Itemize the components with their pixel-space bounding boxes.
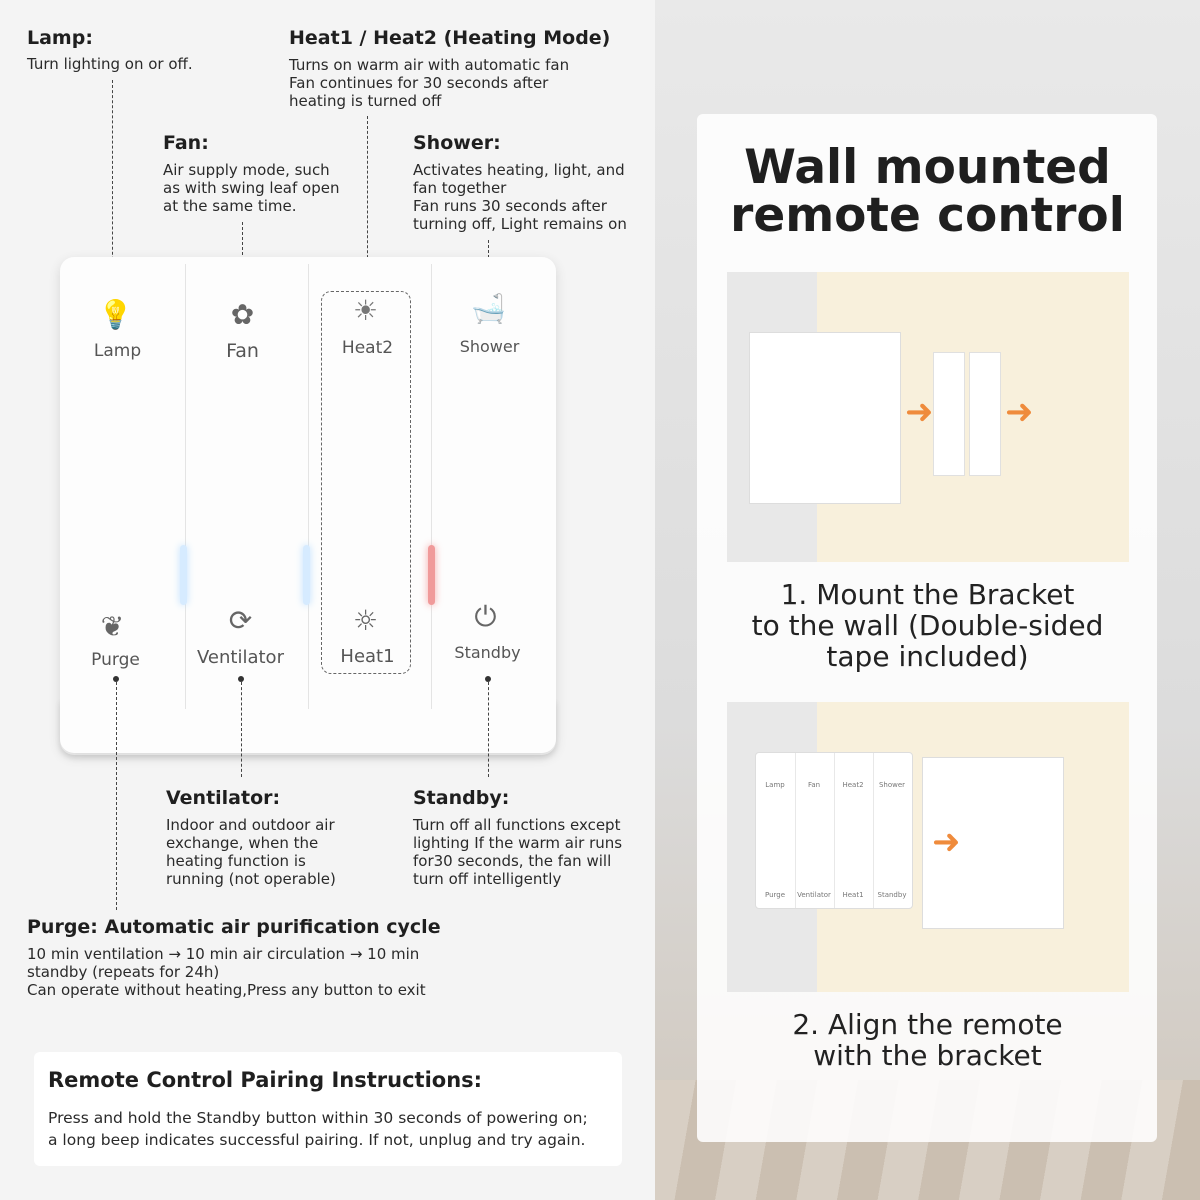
- mini-remote: Lamp Fan Heat2 Shower Purge Ventilator H…: [755, 752, 913, 909]
- tape-strip-2: [969, 352, 1001, 476]
- mini-shower-label: Shower: [878, 781, 906, 789]
- mini-standby-label: Standby: [877, 891, 907, 899]
- ventilator-leader-line: [241, 682, 242, 777]
- remote-column-2[interactable]: [185, 264, 307, 709]
- fan-icon: ✿: [230, 298, 255, 331]
- heat1-button[interactable]: Heat1: [340, 646, 395, 667]
- step1-image: ➜ ➜: [727, 272, 1129, 562]
- remote-column-3[interactable]: [308, 264, 430, 709]
- standby-label-body: Turn off all functions except lighting I…: [413, 816, 623, 888]
- fan-label-title: Fan:: [163, 132, 209, 154]
- heat-label-body: Turns on warm air with automatic fan Fan…: [289, 56, 570, 110]
- lamp-bulb-icon: 💡: [98, 298, 133, 331]
- purge-leaf-icon: ❦: [100, 610, 125, 643]
- heat-leader-line: [367, 116, 368, 288]
- standby-power-icon: ⏻: [474, 600, 497, 633]
- mini-fan-label: Fan: [807, 781, 821, 789]
- wall-bracket: [749, 332, 901, 504]
- fan-leader-line: [242, 222, 243, 280]
- mini-remote-col-4: [873, 753, 912, 908]
- arrow-right-icon-2: ➜: [1005, 392, 1034, 432]
- lamp-label-body: Turn lighting on or off.: [27, 55, 193, 73]
- ventilator-label-title: Ventilator:: [166, 787, 281, 809]
- ventilator-leader-dot: [238, 676, 244, 682]
- mini-lamp-label: Lamp: [765, 781, 785, 789]
- purge-label-title: Purge: Automatic air purification cycle: [27, 916, 441, 938]
- arrow-right-icon: ➜: [905, 392, 934, 432]
- shower-bathtub-icon: 🛁: [471, 292, 506, 325]
- shower-label-body: Activates heating, light, and fan togeth…: [413, 161, 627, 233]
- heat2-sun-icon: ☀: [352, 294, 379, 327]
- lamp-leader-line: [112, 80, 113, 280]
- fan-led-indicator: [303, 545, 310, 605]
- mini-remote-col-3: [834, 753, 873, 908]
- installation-panel-background: Wall mounted remote control ➜ ➜ 1. Mount…: [655, 0, 1200, 1200]
- ventilator-button[interactable]: Ventilator: [197, 647, 284, 668]
- step1-caption: 1. Mount the Bracket to the wall (Double…: [751, 578, 1104, 673]
- heat1-sun-icon: ☼: [352, 604, 379, 637]
- pairing-body: Press and hold the Standby button within…: [48, 1109, 588, 1149]
- mini-ventilator-label: Ventilator: [797, 891, 831, 899]
- step2-caption: 2. Align the remote with the bracket: [792, 1008, 1063, 1072]
- purge-button[interactable]: Purge: [91, 650, 140, 670]
- standby-label-title: Standby:: [413, 787, 510, 809]
- mini-remote-col-1: [756, 753, 794, 908]
- heat-label-title: Heat1 / Heat2 (Heating Mode): [289, 27, 611, 49]
- remote-column-4[interactable]: [431, 264, 553, 709]
- lamp-button[interactable]: Lamp: [93, 341, 142, 361]
- tape-strip-1: [933, 352, 965, 476]
- fan-button[interactable]: Fan: [226, 340, 259, 362]
- standby-leader-dot: [485, 676, 491, 682]
- installation-title: Wall mounted remote control: [730, 140, 1125, 243]
- standby-leader-line: [488, 682, 489, 777]
- lamp-label-title: Lamp:: [27, 27, 93, 49]
- arrow-right-icon-3: ➜: [932, 822, 961, 862]
- shower-label-title: Shower:: [413, 132, 501, 154]
- pairing-title: Remote Control Pairing Instructions:: [48, 1068, 483, 1092]
- fan-label-body: Air supply mode, such as with swing leaf…: [163, 161, 340, 215]
- lamp-led-indicator: [180, 545, 187, 605]
- ventilator-label-body: Indoor and outdoor air exchange, when th…: [166, 816, 336, 888]
- wall-bracket-2: [922, 757, 1064, 929]
- purge-leader-dot: [113, 676, 119, 682]
- purge-leader-line: [116, 682, 117, 910]
- step2-image: ➜ Lamp Fan Heat2 Shower Purge Ventilator…: [727, 702, 1129, 992]
- shower-button[interactable]: Shower: [459, 337, 520, 356]
- heat2-button[interactable]: Heat2: [341, 338, 394, 358]
- pairing-instructions-box: Remote Control Pairing Instructions: Pre…: [34, 1052, 622, 1166]
- ventilator-cycle-icon: ⟳: [228, 604, 253, 637]
- purge-label-body: 10 min ventilation → 10 min air circulat…: [27, 945, 426, 999]
- mini-heat1-label: Heat1: [842, 891, 864, 899]
- heat-highlight-box: [321, 291, 411, 674]
- mini-heat2-label: Heat2: [842, 781, 864, 789]
- mini-remote-col-2: [795, 753, 834, 908]
- mini-purge-label: Purge: [764, 891, 786, 899]
- heat-led-indicator: [428, 545, 435, 605]
- feature-diagram: Lamp: Turn lighting on or off. Heat1 / H…: [27, 27, 627, 1166]
- standby-button[interactable]: Standby: [454, 643, 521, 662]
